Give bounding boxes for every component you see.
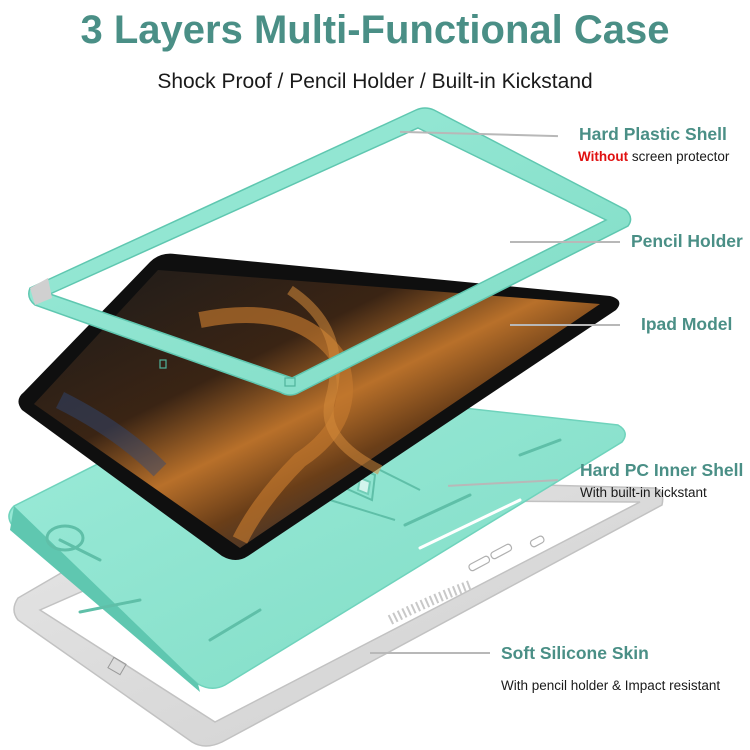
- callout-title: Soft Silicone Skin: [501, 643, 649, 663]
- top-frame-layer: [28, 107, 632, 396]
- leader-soft-silicone-skin: [370, 652, 490, 654]
- leader-ipad-model: [510, 324, 620, 326]
- callout-note: Without screen protector: [578, 149, 729, 164]
- callout-note: With built-in kickstant: [580, 485, 707, 500]
- page-subtitle: Shock Proof / Pencil Holder / Built-in K…: [157, 70, 593, 93]
- callout-hard-plastic-shell: Hard Plastic Shell Without screen protec…: [578, 124, 729, 164]
- callout-title: Pencil Holder: [631, 231, 743, 251]
- callout-title: Ipad Model: [641, 314, 733, 334]
- callout-hard-pc-inner-shell: Hard PC Inner Shell With built-in kickst…: [580, 460, 743, 500]
- callout-title: Hard Plastic Shell: [579, 124, 727, 144]
- callout-title: Hard PC Inner Shell: [580, 460, 744, 480]
- callout-note-highlight: Without: [578, 149, 629, 164]
- leader-pencil-holder: [510, 241, 620, 243]
- callout-note: With pencil holder & Impact resistant: [501, 678, 721, 693]
- callout-soft-silicone-skin: Soft Silicone Skin With pencil holder & …: [501, 643, 720, 693]
- callout-note-rest: screen protector: [628, 149, 730, 164]
- page-title: 3 Layers Multi-Functional Case: [80, 8, 670, 52]
- callout-ipad-model: Ipad Model: [641, 314, 732, 335]
- callout-pencil-holder: Pencil Holder: [631, 231, 743, 252]
